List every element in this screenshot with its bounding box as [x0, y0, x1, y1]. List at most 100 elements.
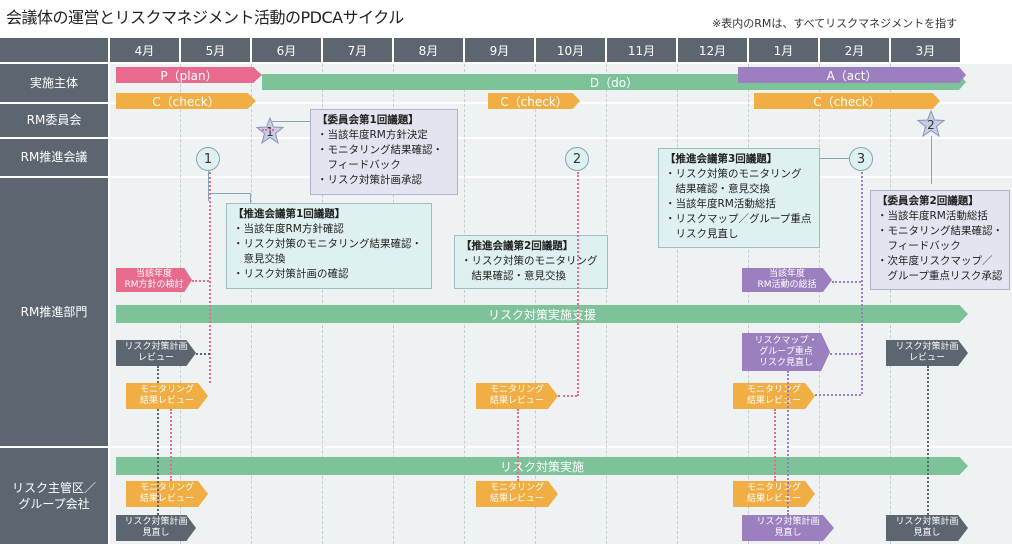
callout-item: 意見交換	[233, 253, 286, 265]
flow-star1-h	[262, 129, 274, 131]
row-label-group: リスク主管区／ グループ会社	[0, 448, 108, 544]
flow-riskmap-h	[830, 353, 861, 355]
connector-committee1	[272, 121, 310, 122]
flow-apr-monitoring-to-meeting1	[209, 172, 211, 383]
month-gridline	[251, 64, 252, 544]
callout-item: ・当該年度RM活動総括	[877, 210, 988, 222]
callout-items: ・当該年度RM方針決定・モニタリング結果確認・ フィードバック・リスク対策計画承…	[317, 128, 451, 188]
connector-committee2	[931, 136, 932, 184]
callout-promotion-1: 【推進会議第1回議題】 ・当該年度RM方針確認・リスク対策のモニタリング結果確認…	[226, 203, 432, 289]
tag-dept-policy-review: 当該年度 RM方針の検討	[116, 268, 192, 292]
callout-item: ・リスク対策のモニタリング結果確認・	[233, 238, 422, 250]
month-gridline	[890, 64, 891, 544]
callout-item: ・リスク対策計画の確認	[233, 268, 349, 280]
promotion-meeting-2-circle: 2	[565, 147, 589, 171]
month-header-cell: 4月	[110, 38, 179, 62]
month-header-cell: 3月	[891, 38, 960, 62]
month-gridline	[464, 64, 465, 544]
connector-promo1-h	[208, 193, 250, 194]
month-header-cell: 8月	[394, 38, 463, 62]
month-gridline	[180, 64, 181, 544]
tag-plan-review-apr: リスク対策計画 レビュー	[116, 340, 196, 366]
tag-group-plan-revision-apr: リスク対策計画 見直し	[116, 515, 196, 541]
callout-promotion-2: 【推進会議第2回議題】 ・リスク対策のモニタリング 結果確認・意見交換	[454, 235, 608, 289]
callout-item: ・当該年度RM方針決定	[317, 129, 428, 141]
callout-item: リスク見直し	[665, 228, 739, 240]
callout-item: ・モニタリング結果確認・	[877, 225, 1003, 237]
connector-promo1-v	[208, 171, 209, 201]
tag-group-monitoring-review-jan: モニタリング 結果レビュー	[733, 481, 815, 507]
flow-policy-to-meeting1	[192, 280, 209, 282]
footnote: ※表内のRMは、すべてリスクマネジメントを指す	[712, 17, 958, 30]
page-title: 会議体の運営とリスクマネジメント活動のPDCAサイクル	[6, 8, 404, 27]
flow-apr-review-up	[157, 366, 159, 383]
callout-items: ・当該年度RM活動総括・モニタリング結果確認・ フィードバック・次年度リスクマッ…	[877, 209, 1003, 284]
tag-dept-monitoring-review-sep: モニタリング 結果レビュー	[476, 383, 558, 409]
callout-title: 【委員会第1回議題】	[317, 114, 419, 126]
row-label-subject: 実施主体	[0, 64, 108, 102]
callout-items: ・リスク対策のモニタリング 結果確認・意見交換・当該年度RM活動総括・リスクマッ…	[665, 167, 813, 242]
month-gridline	[606, 64, 607, 544]
callout-title: 【推進会議第1回議題】	[233, 208, 346, 220]
month-gridline	[393, 64, 394, 544]
promotion-meeting-1-circle: 1	[196, 147, 220, 171]
month-gridline	[748, 64, 749, 544]
month-header-cell: 10月	[536, 38, 605, 62]
callout-item: ・リスク対策のモニタリング	[461, 255, 598, 267]
flow-group-monitoring-jan	[774, 409, 776, 481]
star-number-2: 2	[927, 118, 935, 132]
tag-dept-annual-summary: 当該年度 RM活動の総括	[742, 268, 832, 292]
row-label-committee: RM委員会	[0, 104, 108, 137]
callout-item: ・モニタリング結果確認・	[317, 144, 443, 156]
connector-promo1-v2	[250, 193, 251, 203]
phase-check-bar-2: C（check）	[488, 93, 580, 109]
row-label-promotion-meeting: RM推進会議	[0, 139, 108, 176]
callout-item: フィードバック	[877, 240, 961, 252]
flow-group-monitoring-sep	[517, 409, 519, 481]
callout-item: ・当該年度RM方針確認	[233, 223, 344, 235]
promotion-meeting-3-circle: 3	[849, 147, 873, 171]
month-header-cell: 7月	[323, 38, 392, 62]
month-gridline	[819, 64, 820, 544]
tag-dept-monitoring-review-jan: モニタリング 結果レビュー	[733, 383, 815, 409]
phase-check-bar-1: C（check）	[116, 93, 256, 109]
phase-plan-bar: P（plan）	[116, 67, 262, 83]
month-header-cell: 6月	[252, 38, 321, 62]
flow-group-to-dept-apr	[157, 409, 159, 515]
month-header-cell: 1月	[749, 38, 818, 62]
phase-check-bar-3: C（check）	[754, 93, 940, 109]
tag-group-monitoring-review-apr: モニタリング 結果レビュー	[126, 481, 208, 507]
flow-jan-monitoring-h	[815, 394, 861, 396]
phase-act-bar: A（act）	[738, 67, 966, 83]
callout-item: 結果確認・意見交換	[665, 183, 770, 195]
month-header-cell: 5月	[181, 38, 250, 62]
tag-group-plan-revision-mar: リスク対策計画 見直し	[886, 515, 968, 541]
band-risk-support: リスク対策実施支援	[116, 305, 968, 323]
tag-plan-review-mar: リスク対策計画 レビュー	[886, 340, 968, 366]
month-gridline	[322, 64, 323, 544]
callout-committee-1: 【委員会第1回議題】 ・当該年度RM方針決定・モニタリング結果確認・ フィードバ…	[310, 109, 458, 195]
month-header-cell: 11月	[607, 38, 676, 62]
star-number-1: 1	[266, 125, 274, 139]
callout-promotion-3: 【推進会議第3回議題】 ・リスク対策のモニタリング 結果確認・意見交換・当該年度…	[658, 148, 820, 248]
tag-group-plan-revision-jan: リスク対策計画 見直し	[742, 515, 834, 541]
callout-items: ・当該年度RM方針確認・リスク対策のモニタリング結果確認・ 意見交換・リスク対策…	[233, 222, 425, 282]
callout-title: 【推進会議第2回議題】	[461, 240, 574, 252]
committee-meeting-2-star-icon: 2	[917, 110, 945, 138]
callout-title: 【推進会議第3回議題】	[665, 153, 778, 165]
tag-riskmap-review: リスクマップ・ グループ重点 リスク見直し	[742, 333, 830, 371]
flow-riskmap-to-group	[787, 371, 789, 515]
month-header-cell: 9月	[465, 38, 534, 62]
callout-item: 結果確認・意見交換	[461, 270, 566, 282]
callout-item: ・リスクマップ／グループ重点	[665, 213, 812, 225]
month-gridline	[535, 64, 536, 544]
flow-sep-monitoring-to-meeting2	[577, 172, 579, 396]
callout-item: ・当該年度RM活動総括	[665, 198, 776, 210]
tag-group-monitoring-review-sep: モニタリング 結果レビュー	[476, 481, 558, 507]
band-risk-implement: リスク対策実施	[116, 457, 968, 475]
row-label-promotion-dept: RM推進部門	[0, 178, 108, 446]
connector-promo3	[820, 158, 850, 159]
row-bg-promotion-meeting	[110, 139, 1012, 176]
callout-item: ・次年度リスクマップ／	[877, 255, 993, 267]
tag-dept-monitoring-review-apr: モニタリング 結果レビュー	[126, 383, 208, 409]
